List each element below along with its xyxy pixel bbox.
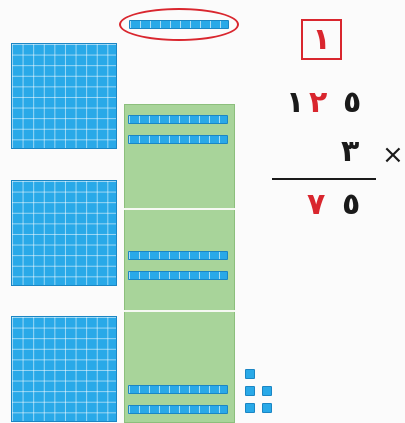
panel-divider-2	[124, 310, 235, 312]
multiply-sign: ×	[382, 142, 404, 168]
unit-cube	[245, 403, 255, 413]
multiplier-digit: ٣	[341, 137, 359, 167]
ten-rod	[128, 271, 228, 280]
highlight-circle	[119, 8, 239, 41]
unit-cube	[245, 369, 255, 379]
ten-rod	[128, 135, 228, 144]
top-ones-digit: ٥	[343, 88, 361, 118]
top-hundreds-digit: ١	[286, 88, 304, 118]
unit-cube	[262, 403, 272, 413]
hundred-block-1	[11, 43, 117, 149]
hundred-block-2	[11, 180, 117, 286]
ten-rod	[128, 251, 228, 260]
unit-cube	[245, 386, 255, 396]
top-tens-digit: ٢	[309, 88, 327, 118]
result-ones-digit: ٥	[342, 190, 360, 220]
hundred-block-3	[11, 316, 117, 422]
answer-rule	[272, 178, 376, 180]
regroup-panel	[124, 104, 235, 423]
ten-rod	[128, 115, 228, 124]
carry-digit: ١	[312, 25, 330, 55]
panel-divider-1	[124, 208, 235, 210]
carry-box: ١	[301, 19, 342, 60]
unit-cube	[262, 386, 272, 396]
ten-rod	[128, 385, 228, 394]
ten-rod	[128, 405, 228, 414]
result-tens-digit: ٧	[307, 190, 325, 220]
